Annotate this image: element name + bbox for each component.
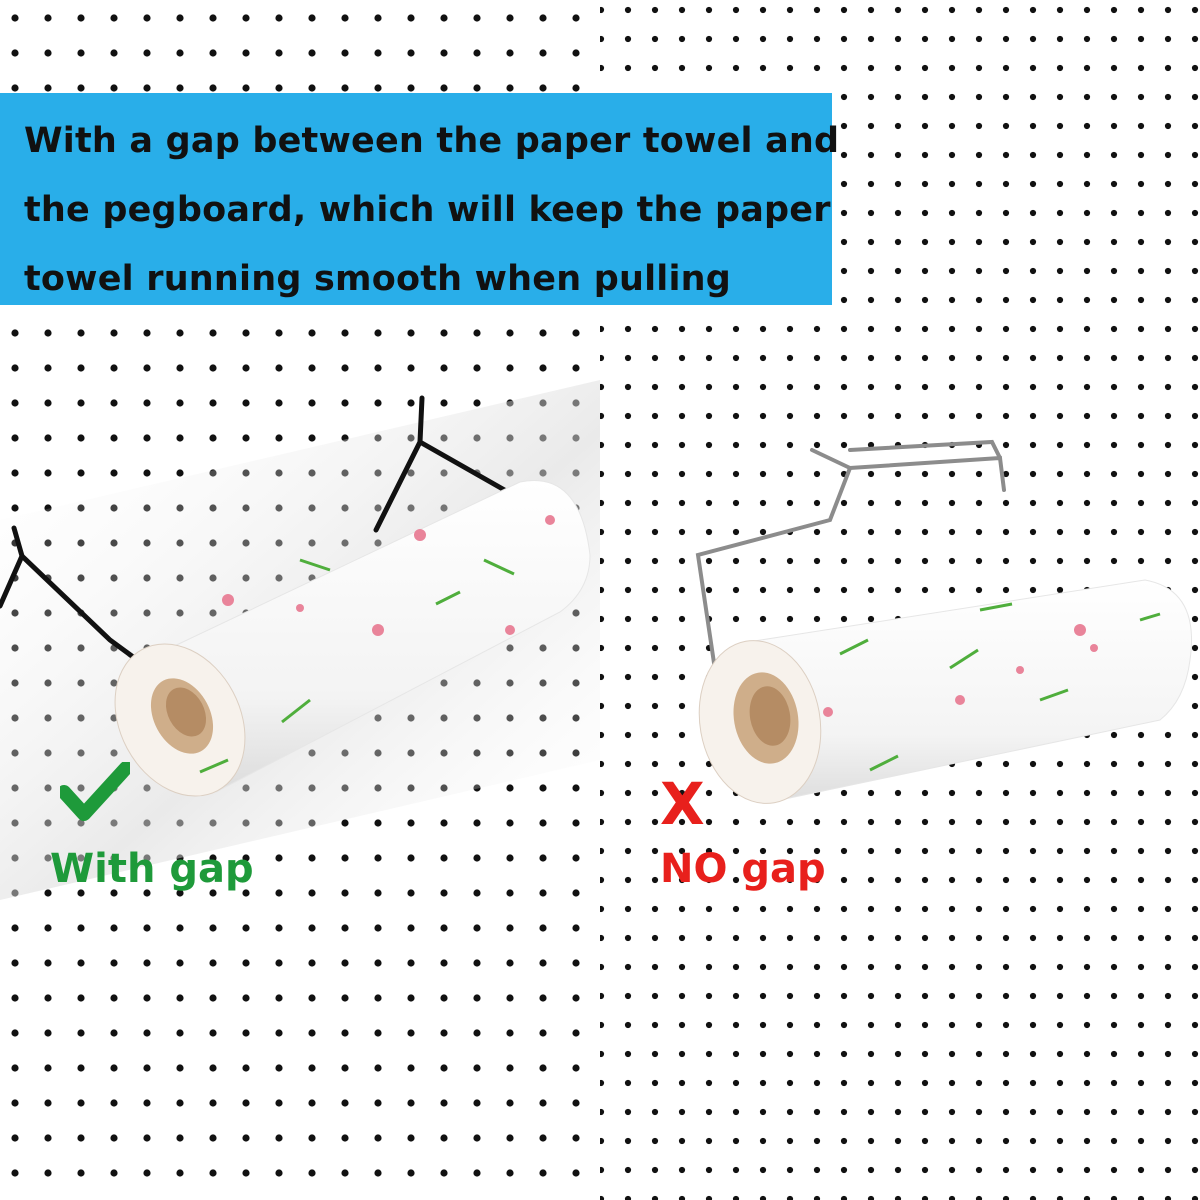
banner-line-3: towel running smooth when pulling: [24, 259, 732, 299]
check-icon: [60, 762, 130, 821]
with-gap-label: With gap: [50, 846, 254, 892]
info-banner: With a gap between the paper towel and t…: [0, 93, 840, 305]
paper-towel-roll: [114, 480, 591, 797]
banner-line-2: the pegboard, which will keep the paper: [24, 190, 831, 230]
no-gap-label: NO gap: [660, 846, 826, 892]
banner-line-1: With a gap between the paper towel and: [24, 121, 840, 161]
x-mark-icon: X: [660, 770, 705, 838]
right-photo-no-gap: [600, 0, 1200, 1200]
paper-towel-roll: [698, 579, 1192, 804]
